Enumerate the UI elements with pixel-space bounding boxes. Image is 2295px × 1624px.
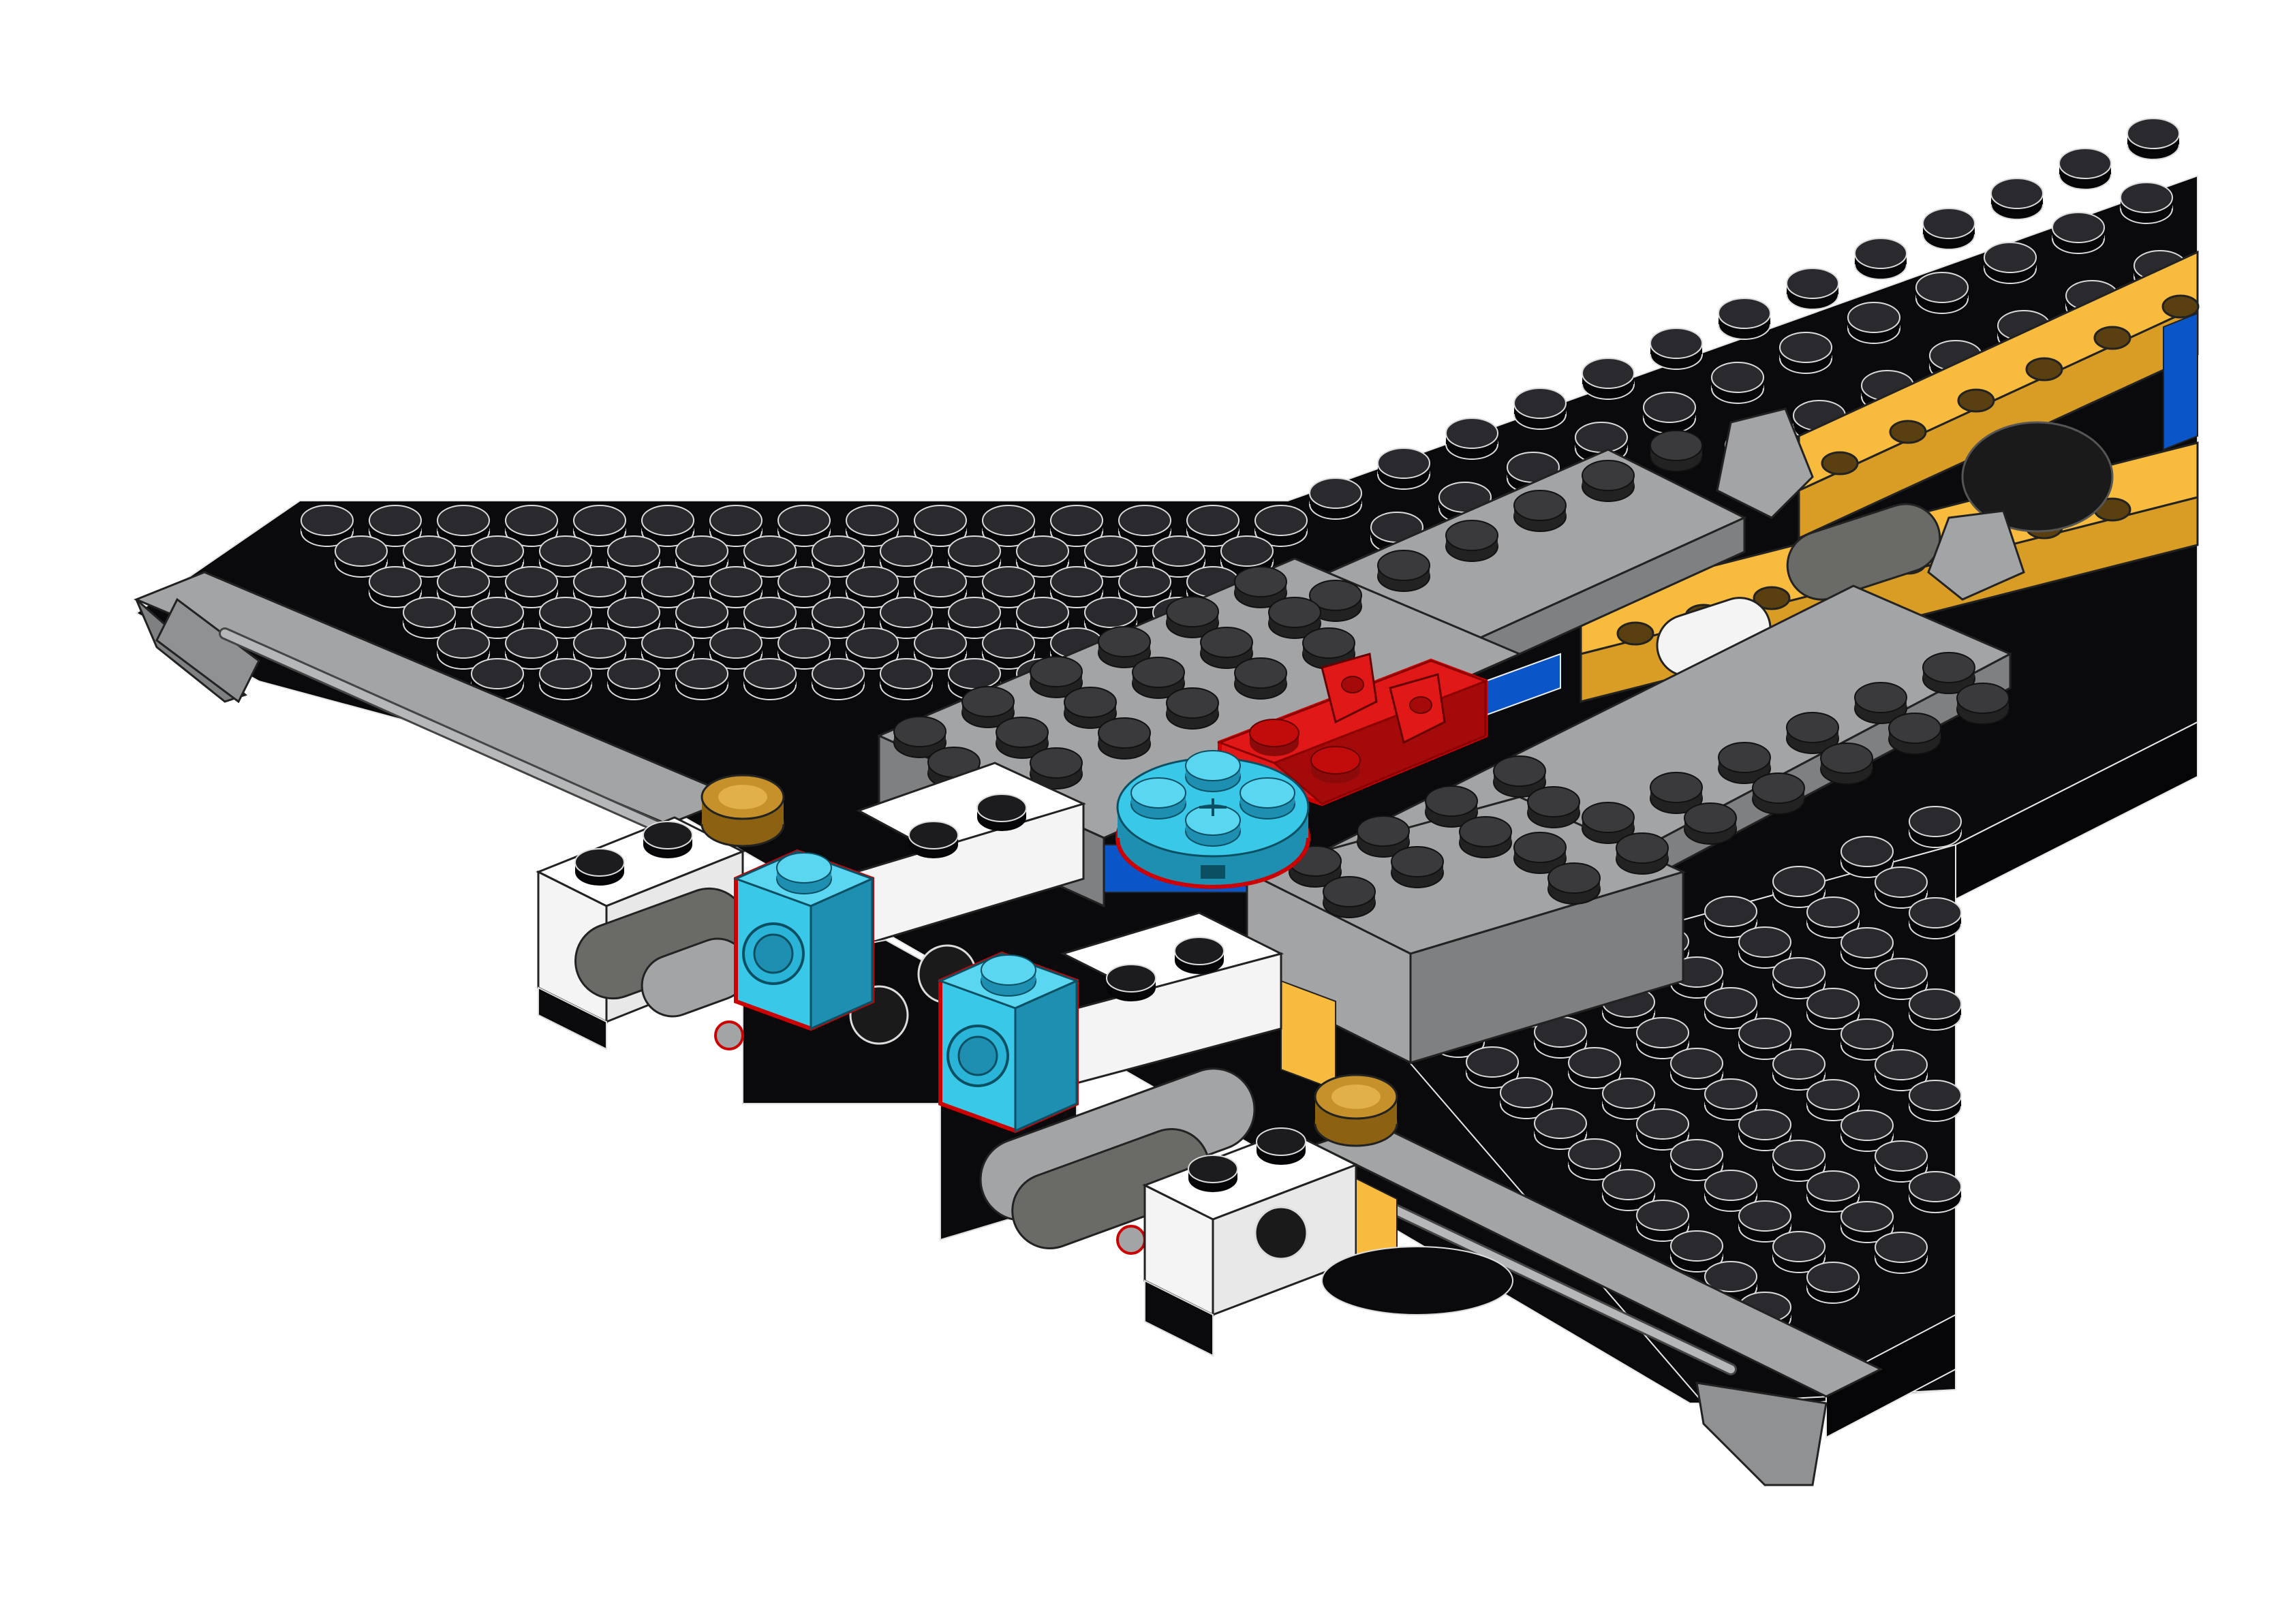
azure-technic-brick-left: [733, 849, 876, 1031]
stud: [1547, 862, 1601, 905]
stud: [1459, 816, 1512, 858]
beam-hole: [1616, 621, 1654, 646]
stud: [1650, 328, 1703, 370]
stud: [1909, 1080, 1962, 1122]
beam-hole: [1889, 420, 1927, 444]
stud: [1820, 743, 1873, 785]
stud: [1909, 806, 1962, 848]
stud: [1909, 1171, 1962, 1213]
stud: [1616, 832, 1669, 875]
beam-hole: [2161, 294, 2200, 319]
stud: [1445, 520, 1498, 562]
stud: [812, 658, 865, 700]
beam-hole: [1957, 388, 1995, 413]
beam-hole: [2025, 357, 2063, 381]
stud: [880, 658, 933, 700]
stud: [1779, 332, 1832, 374]
stud: [1391, 846, 1444, 888]
stud: [1915, 272, 1969, 314]
stud: [1922, 208, 1975, 250]
left-leading-edge: [134, 571, 739, 837]
stud: [1888, 713, 1941, 755]
stud: [1847, 302, 1900, 344]
beam-hole: [2093, 326, 2131, 350]
stud: [1752, 772, 1805, 815]
stud: [2052, 212, 2105, 254]
stud: [1188, 1155, 1238, 1193]
stud: [607, 658, 660, 700]
stud: [1909, 897, 1962, 939]
pearl-gold-round-plates: [700, 774, 1398, 1147]
stud: [1643, 392, 1696, 434]
stud: [1166, 687, 1219, 730]
stud: [1650, 430, 1703, 472]
stud: [1909, 988, 1962, 1031]
beam-hole: [1821, 451, 1859, 475]
stud: [908, 821, 959, 859]
stud: [2059, 148, 2112, 190]
stud: [1513, 388, 1567, 430]
stud: [2120, 182, 2173, 224]
stud: [1323, 876, 1376, 918]
stud: [1234, 657, 1287, 700]
stud: [574, 848, 625, 886]
stud: [1875, 1232, 1928, 1274]
stud: [1984, 242, 2037, 284]
stud: [1098, 717, 1151, 760]
stud: [1854, 238, 1907, 280]
stud: [1582, 358, 1635, 400]
stud: [976, 794, 1027, 832]
stud: [1174, 937, 1224, 975]
stud: [1527, 786, 1580, 828]
stud: [1377, 448, 1430, 490]
stud: [1513, 490, 1567, 532]
azure-round-plate: [1115, 750, 1310, 889]
beam-hole: [1753, 586, 1791, 610]
azure-technic-brick-right: [937, 951, 1080, 1134]
stud: [1445, 418, 1498, 460]
stud: [643, 821, 693, 859]
stud: [1806, 1262, 1860, 1304]
stud: [1256, 1127, 1306, 1166]
stud: [1377, 550, 1430, 592]
stud: [1711, 362, 1764, 404]
stud: [1786, 268, 1839, 310]
stud: [1309, 478, 1362, 520]
stud: [1990, 178, 2044, 220]
stud: [743, 658, 797, 700]
stud: [1582, 460, 1635, 502]
stud: [539, 658, 592, 700]
stud: [1684, 802, 1737, 845]
stud: [675, 658, 728, 700]
stud: [1956, 683, 2009, 725]
stud: [1718, 298, 1771, 340]
stud: [2127, 118, 2180, 160]
stud: [1106, 964, 1156, 1002]
